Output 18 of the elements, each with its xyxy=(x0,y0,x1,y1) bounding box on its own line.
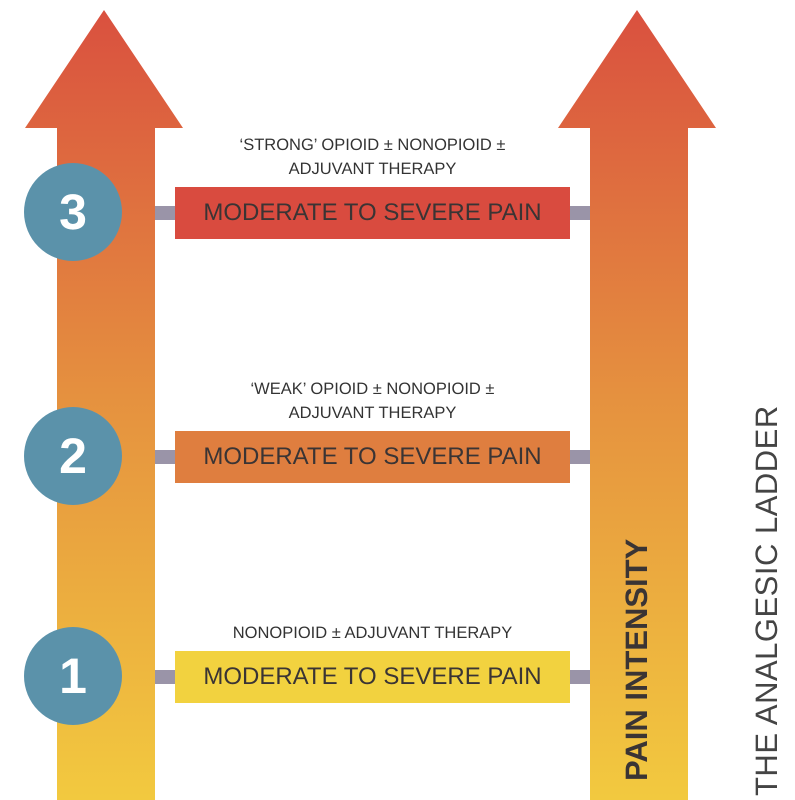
ladder-rung xyxy=(570,450,590,464)
treatment-heading: ‘WEAK’ OPIOID ± NONOPIOID ± ADJUVANT THERAPY xyxy=(250,379,496,424)
step-number: 3 xyxy=(59,187,87,237)
ladder-rung xyxy=(570,670,590,684)
pain-level-label: MODERATE TO SEVERE PAIN xyxy=(203,663,542,691)
ladder-rung xyxy=(155,450,175,464)
axis-label: PAIN INTENSITY xyxy=(618,538,655,781)
title: THE ANALGESIC LADDER xyxy=(748,405,785,796)
step-number: 1 xyxy=(59,651,87,701)
upward-arrow xyxy=(558,10,716,800)
pain-level-label: MODERATE TO SEVERE PAIN xyxy=(203,199,542,227)
step-number: 2 xyxy=(59,431,87,481)
treatment-heading: NONOPIOID ± ADJUVANT THERAPY xyxy=(232,623,514,644)
treatment-heading: ‘STRONG’ OPIOID ± NONOPIOID ± ADJUVANT THERAPY xyxy=(238,135,506,180)
ladder-rung xyxy=(570,206,590,220)
pain-level-label: MODERATE TO SEVERE PAIN xyxy=(203,443,542,471)
ladder-rung xyxy=(155,206,175,220)
ladder-rung xyxy=(155,670,175,684)
